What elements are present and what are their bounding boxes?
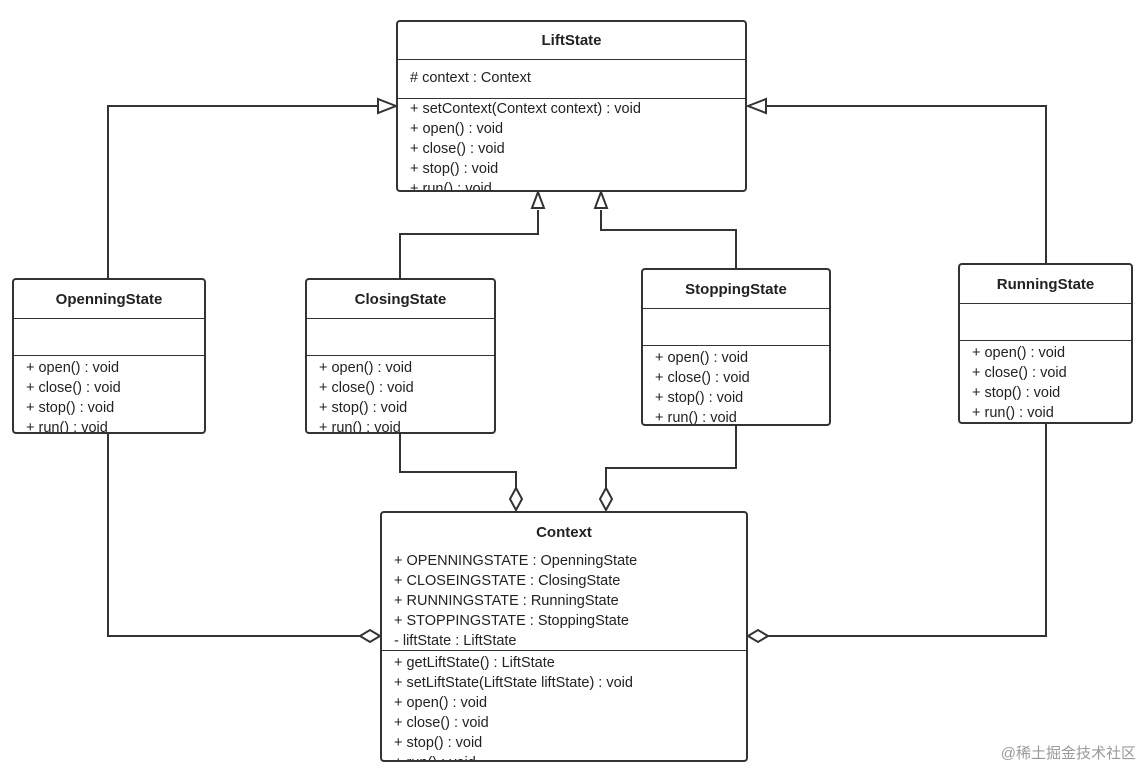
class-stoppingstate[interactable]: StoppingState + open() : void + close() … (641, 268, 831, 426)
operation: + stop() : void (319, 400, 408, 416)
generalization-line-stoppingstate (600, 210, 737, 270)
attribute: + OPENNINGSTATE : OpenningState (394, 553, 638, 569)
operation: + stop() : void (972, 385, 1061, 401)
operation: + close() : void (655, 370, 750, 386)
operations-compartment: + getLiftState() : LiftState + setLiftSt… (382, 651, 746, 760)
attributes-compartment (643, 309, 829, 346)
aggregation-line-closingstate (399, 434, 517, 488)
watermark: @稀土掘金技术社区 (1000, 745, 1136, 762)
class-runningstate[interactable]: RunningState + open() : void + close() :… (958, 263, 1133, 424)
operation: + close() : void (26, 380, 121, 396)
aggregation-diamond-closing (508, 485, 524, 513)
operation: + run() : void (26, 420, 108, 434)
attribute: # context : Context (410, 70, 531, 86)
operation: + open() : void (394, 695, 488, 711)
generalization-line-closingstate (399, 210, 539, 280)
operation: + open() : void (26, 360, 120, 376)
operation: + run() : void (394, 753, 734, 760)
class-name: LiftState (398, 22, 745, 60)
class-closingstate[interactable]: ClosingState + open() : void + close() :… (305, 278, 496, 434)
generalization-arrowhead-left (377, 97, 399, 115)
aggregation-line-openningstate (107, 434, 360, 637)
operations-compartment: + open() : void + close() : void + stop(… (960, 341, 1131, 422)
attribute: - liftState : LiftState (394, 633, 517, 649)
operation: + open() : void (972, 345, 1066, 361)
generalization-arrowhead-closing (530, 189, 546, 209)
attribute: + STOPPINGSTATE : StoppingState (394, 613, 629, 629)
class-name: ClosingState (307, 280, 494, 319)
class-name: RunningState (960, 265, 1131, 304)
operations-compartment: + open() : void + close() : void + stop(… (643, 346, 829, 426)
operations-compartment: + open() : void + close() : void + stop(… (307, 356, 494, 434)
operation: + close() : void (972, 365, 1067, 381)
operation: + close() : void (394, 715, 489, 731)
generalization-arrowhead-right (745, 97, 767, 115)
aggregation-diamond-left (358, 628, 382, 644)
generalization-line-openningstate (107, 105, 378, 280)
class-context[interactable]: Context + OPENNINGSTATE : OpenningState … (380, 511, 748, 762)
aggregation-line-stoppingstate (605, 426, 737, 488)
attributes-compartment (14, 319, 204, 356)
class-openningstate[interactable]: OpenningState + open() : void + close() … (12, 278, 206, 434)
operation: + open() : void (319, 360, 413, 376)
attributes-compartment: + OPENNINGSTATE : OpenningState + CLOSEI… (382, 551, 746, 651)
operations-compartment: + open() : void + close() : void + stop(… (14, 356, 204, 434)
attributes-compartment (307, 319, 494, 356)
operation: + setContext(Context context) : void (410, 101, 641, 117)
attribute: + CLOSEINGSTATE : ClosingState (394, 573, 621, 589)
operation: + close() : void (410, 141, 505, 157)
operation: + run() : void (655, 410, 737, 426)
operation: + run() : void (972, 405, 1054, 421)
operations-compartment: + setContext(Context context) : void + o… (398, 99, 745, 192)
operation: + run() : void (410, 181, 492, 192)
class-name: OpenningState (14, 280, 204, 319)
class-liftstate[interactable]: LiftState # context : Context + setConte… (396, 20, 747, 192)
operation: + open() : void (655, 350, 749, 366)
operation: + run() : void (319, 420, 401, 434)
attributes-compartment: # context : Context (398, 60, 745, 99)
aggregation-diamond-stopping (598, 485, 614, 513)
generalization-line-runningstate (766, 105, 1047, 265)
operation: + stop() : void (394, 735, 483, 751)
operation: + getLiftState() : LiftState (394, 655, 555, 671)
operation: + stop() : void (410, 161, 499, 177)
operation: + setLiftState(LiftState liftState) : vo… (394, 675, 633, 691)
aggregation-diamond-right (746, 628, 770, 644)
operation: + close() : void (319, 380, 414, 396)
aggregation-line-runningstate (768, 424, 1047, 637)
attributes-compartment (960, 304, 1131, 341)
operation: + stop() : void (26, 400, 115, 416)
class-name: Context (536, 523, 592, 541)
operation: + open() : void (410, 121, 504, 137)
generalization-arrowhead-stopping (593, 189, 609, 209)
attribute: + RUNNINGSTATE : RunningState (394, 593, 619, 609)
operation: + stop() : void (655, 390, 744, 406)
class-name: StoppingState (643, 270, 829, 309)
